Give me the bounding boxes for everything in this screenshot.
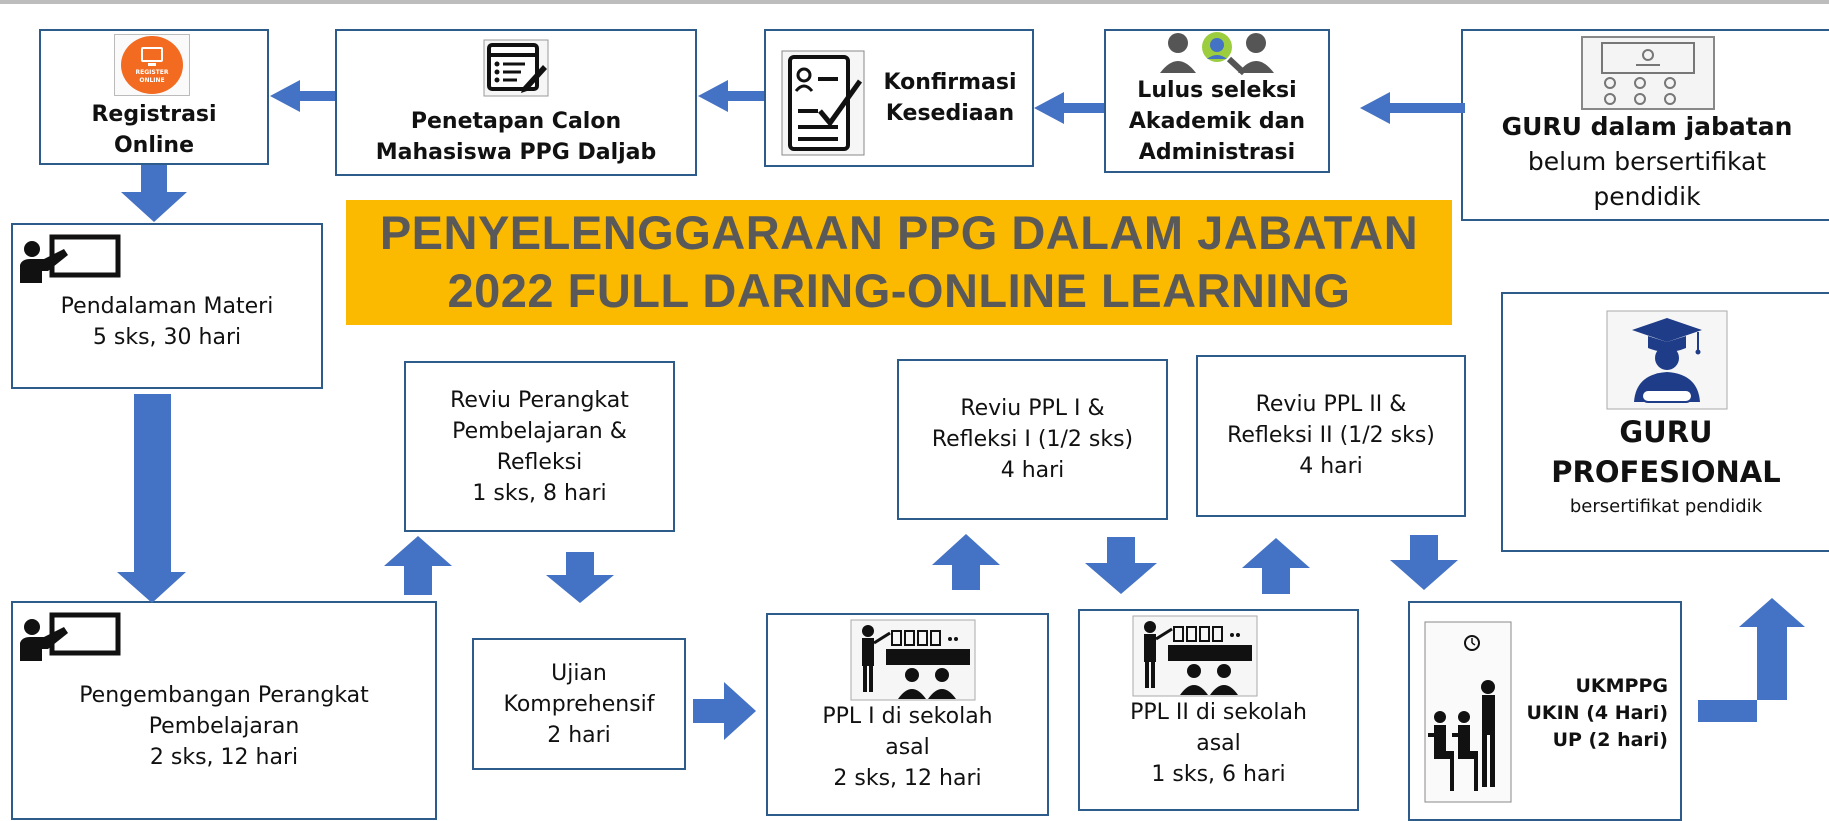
registrasi-line2: Online	[113, 133, 195, 158]
ppl2-line2: asal	[1196, 731, 1241, 756]
arrow-guru-to-lulus	[1360, 92, 1465, 124]
ppl2-line1: PPL II di sekolah	[1130, 700, 1307, 725]
node-ppl-2: PPL II di sekolah asal 1 sks, 6 hari	[1078, 609, 1359, 811]
teacher-board-icon	[20, 234, 121, 283]
arrow-registrasi-to-pendalaman	[121, 165, 187, 222]
banner-line-2: 2022 FULL DARING-ONLINE LEARNING	[447, 264, 1351, 317]
lulus-seleksi-line3: Administrasi	[1138, 140, 1296, 165]
registrasi-line1: Registrasi	[91, 102, 217, 127]
title-banner: PENYELENGGARAAN PPG DALAM JABATAN 2022 F…	[346, 200, 1452, 325]
pendalaman-line2: 5 sks, 30 hari	[92, 325, 242, 350]
teaching-class-icon	[850, 619, 976, 701]
lulus-seleksi-line1: Lulus seleksi	[1137, 78, 1297, 103]
node-lulus-seleksi: Lulus seleksi Akademik dan Administrasi	[1104, 29, 1330, 173]
guru-profesional-line1: GURU	[1619, 415, 1713, 449]
arrow-konfirmasi-to-penetapan	[698, 80, 764, 112]
reviu-perangkat-line2: Pembelajaran &	[452, 419, 627, 444]
pendalaman-line1: Pendalaman Materi	[60, 294, 274, 319]
register-online-icon: REGISTER ONLINE	[114, 34, 190, 96]
reviu-perangkat-line1: Reviu Perangkat	[450, 388, 629, 413]
teacher-board-icon	[20, 612, 121, 661]
node-ukmppg: UKMPPG UKIN (4 Hari) UP (2 hari)	[1408, 601, 1682, 821]
ppl1-line1: PPL I di sekolah	[822, 704, 993, 729]
arrow-up-to-reviu-ppl2	[1242, 538, 1310, 594]
arrow-down-to-ujian	[546, 552, 614, 603]
pengembangan-line1: Pengembangan Perangkat	[79, 683, 369, 708]
arrow-down-to-ukmppg	[1390, 535, 1458, 590]
lulus-seleksi-line2: Akademik dan	[1128, 109, 1306, 134]
node-registrasi-online: REGISTER ONLINE Registrasi Online	[39, 29, 269, 165]
guru-jabatan-line2: belum bersertifikat	[1527, 147, 1767, 176]
arrow-ukmppg-to-guru-profesional	[1698, 598, 1805, 722]
node-ujian-komprehensif: Ujian Komprehensif 2 hari	[472, 638, 686, 770]
form-edit-icon	[483, 39, 549, 97]
reviu-ppl2-line3: 4 hari	[1299, 454, 1363, 479]
ukmppg-line3: UP (2 hari)	[1552, 729, 1668, 751]
pengembangan-line3: 2 sks, 12 hari	[149, 745, 299, 770]
arrow-up-to-reviu-ppl1	[932, 534, 1000, 590]
pengembangan-line2: Pembelajaran	[148, 714, 300, 739]
teaching-class-icon	[1132, 615, 1258, 697]
node-reviu-perangkat: Reviu Perangkat Pembelajaran & Refleksi …	[404, 361, 675, 532]
reviu-ppl1-line2: Refleksi I (1/2 sks)	[931, 427, 1134, 452]
node-konfirmasi-kesediaan: Konfirmasi Kesediaan	[764, 29, 1034, 167]
ppl2-line3: 1 sks, 6 hari	[1151, 762, 1286, 787]
node-pendalaman-materi: Pendalaman Materi 5 sks, 30 hari	[11, 223, 323, 389]
ppl1-line2: asal	[885, 735, 930, 760]
node-reviu-ppl-1: Reviu PPL I & Refleksi I (1/2 sks) 4 har…	[897, 359, 1168, 520]
guru-jabatan-line3: pendidik	[1593, 182, 1701, 211]
penetapan-line2: Mahasiswa PPG Daljab	[375, 140, 657, 165]
guru-jabatan-title: GURU dalam jabatan	[1501, 112, 1793, 141]
node-reviu-ppl-2: Reviu PPL II & Refleksi II (1/2 sks) 4 h…	[1196, 355, 1466, 517]
penetapan-line1: Penetapan Calon	[410, 109, 622, 134]
arrow-penetapan-to-registrasi	[270, 80, 335, 112]
node-ppl-1: PPL I di sekolah asal 2 sks, 12 hari	[766, 613, 1049, 816]
top-border-line	[0, 0, 1829, 4]
reviu-ppl1-line1: Reviu PPL I &	[960, 396, 1105, 421]
ppl1-line3: 2 sks, 12 hari	[833, 766, 982, 791]
banner-line-1: PENYELENGGARAAN PPG DALAM JABATAN	[379, 206, 1419, 259]
checklist-document-icon	[781, 50, 865, 156]
ukmppg-line1: UKMPPG	[1575, 675, 1668, 697]
arrow-down-to-ppl2	[1085, 537, 1157, 594]
reviu-perangkat-line4: 1 sks, 8 hari	[472, 481, 607, 506]
konfirmasi-line1: Konfirmasi	[883, 70, 1017, 95]
ujian-line2: Komprehensif	[503, 692, 655, 717]
ujian-line3: 2 hari	[547, 723, 611, 748]
exam-room-icon	[1424, 621, 1512, 803]
reviu-ppl1-line3: 4 hari	[1000, 458, 1065, 483]
node-pengembangan-perangkat: Pengembangan Perangkat Pembelajaran 2 sk…	[11, 601, 437, 820]
register-icon-line1: REGISTER	[135, 69, 169, 76]
ukmppg-line2: UKIN (4 Hari)	[1526, 702, 1668, 724]
classroom-icon	[1581, 36, 1715, 110]
register-icon-line2: ONLINE	[139, 77, 165, 84]
node-guru-dalam-jabatan: GURU dalam jabatan belum bersertifikat p…	[1461, 29, 1829, 221]
arrow-pendalaman-to-pengembangan	[117, 394, 186, 603]
guru-profesional-line3: bersertifikat pendidik	[1569, 496, 1763, 517]
ujian-line1: Ujian	[551, 661, 607, 686]
arrow-ujian-to-ppl1	[693, 682, 756, 740]
reviu-ppl2-line2: Refleksi II (1/2 sks)	[1227, 423, 1435, 448]
node-penetapan-calon: Penetapan Calon Mahasiswa PPG Daljab	[335, 29, 697, 176]
arrow-up-to-reviu-perangkat	[384, 536, 452, 595]
people-search-icon	[1160, 32, 1274, 76]
reviu-ppl2-line1: Reviu PPL II &	[1255, 392, 1407, 417]
node-guru-profesional: GURU PROFESIONAL bersertifikat pendidik	[1501, 292, 1829, 552]
graduate-icon	[1606, 310, 1728, 410]
konfirmasi-line2: Kesediaan	[885, 101, 1015, 126]
reviu-perangkat-line3: Refleksi	[496, 450, 583, 475]
arrow-lulus-to-konfirmasi	[1034, 92, 1104, 124]
guru-profesional-line2: PROFESIONAL	[1551, 455, 1781, 489]
